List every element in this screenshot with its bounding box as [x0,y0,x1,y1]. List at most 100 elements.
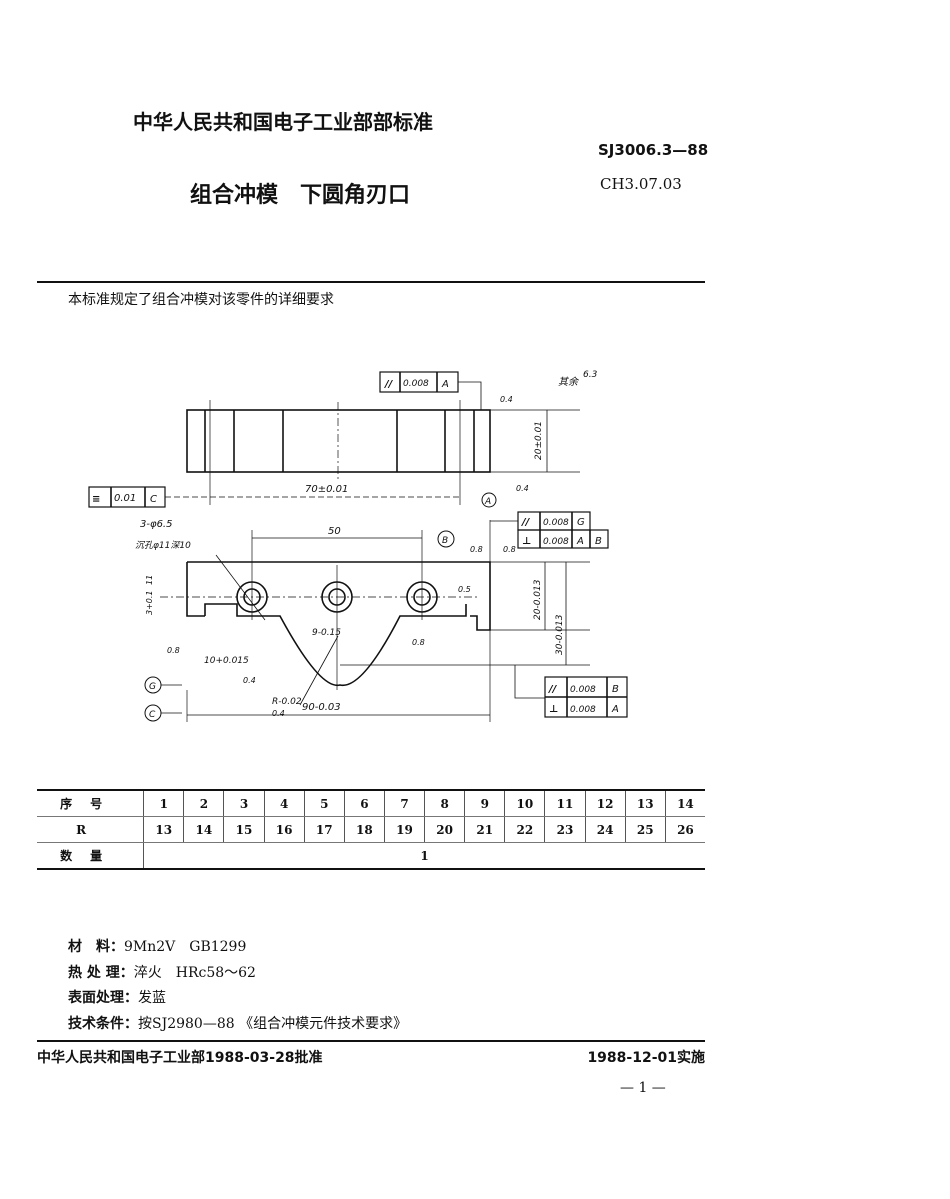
classification-code: CH3.07.03 [600,175,682,193]
cell: 16 [263,816,305,843]
spec-value: 淬火 HRc58～62 [133,964,256,981]
hole-note: 3-φ6.5 [140,519,172,530]
cell: 1 [143,842,705,868]
table-bottom-rule [37,868,705,870]
header-divider [37,281,705,283]
spec-surface: 表面处理：发蓝 [68,986,407,1012]
datum-ref: A [611,704,619,715]
cell: 26 [664,816,705,843]
cell: 20 [424,816,465,843]
roughness-value: 0.8 [412,638,425,647]
dim-h30: 30-0.013 [555,614,565,655]
parallel-symbol: // [548,684,558,695]
cell: 25 [624,816,666,843]
cell: 1 [143,791,184,817]
spec-label: 材 料： [68,939,124,955]
spec-heat-treatment: 热 处 理：淬火 HRc58～62 [68,961,407,987]
datum-c: C [149,710,156,720]
perpendicular-symbol: ⊥ [549,704,558,715]
roughness-value: 0.4 [516,484,529,493]
effective-date: 1988-12-01实施 [587,1050,705,1066]
cell: 4 [263,791,305,817]
datum-g: G [149,682,156,692]
dim-0.5: 0.5 [458,585,471,594]
cell: 8 [424,791,465,817]
row-label: R [37,816,144,843]
technical-drawing: 其余 6.3 // 0.008 A ≡ 0.01 C 70±0.01 20±0.… [88,370,628,722]
cell: 24 [584,816,626,843]
cell: 3 [223,791,265,817]
cell: 23 [544,816,586,843]
tolerance-value: 0.008 [543,518,569,528]
page-number: — 1 — [620,1080,666,1096]
datum-a: A [484,497,491,507]
dim-height: 20±0.01 [534,421,544,460]
dim-9: 9-0.15 [312,628,341,638]
cell: 9 [464,791,505,817]
roughness-value: 0.4 [272,709,285,718]
datum-ref: A [441,379,449,390]
dim-11: 11 [145,575,154,585]
cell: 13 [143,816,184,843]
datum-ref: G [577,517,585,528]
dim-3: 3+0.1 [145,590,154,615]
dim-h20: 20-0.013 [533,579,543,620]
spec-material: 材 料：9Mn2V GB1299 [68,935,407,961]
table-row-qty: 数量 1 [37,842,705,868]
datum-ref: B [612,684,619,695]
symmetry-symbol: ≡ [92,494,100,505]
dim-width: 90-0.03 [302,702,341,713]
datum-ref: A [576,536,584,547]
row-label: 序号 [37,791,144,817]
perpendicular-symbol: ⊥ [522,536,531,547]
roughness-value: 0.8 [167,646,180,655]
cell: 15 [223,816,265,843]
counterbore-note: 沉孔φ11深10 [135,540,191,551]
cell: 21 [464,816,505,843]
cell: 6 [343,791,385,817]
datum-ref: B [595,536,602,547]
specs-block: 材 料：9Mn2V GB1299 热 处 理：淬火 HRc58～62 表面处理：… [68,935,407,1037]
row-label: 数量 [60,849,121,863]
dim-length: 70±0.01 [305,484,348,495]
org-standard: 中华人民共和国电子工业部部标准 [133,110,433,134]
datum-b: B [442,536,448,546]
cell: 11 [544,791,586,817]
cell: 5 [303,791,345,817]
roughness-value: 0.4 [243,676,256,685]
roughness-other-label: 其余 [558,376,580,388]
parallel-symbol: // [521,517,531,528]
roughness-value: 0.8 [503,545,516,554]
cell: 7 [383,791,425,817]
tolerance-value: 0.008 [543,537,569,547]
approval-date: 中华人民共和国电子工业部1988-03-28批准 [37,1050,323,1066]
cell: 22 [504,816,545,843]
tolerance-value: 0.01 [114,493,136,504]
dim-pitch: 50 [328,526,341,537]
spec-label: 表面处理： [68,990,138,1006]
cell: 14 [183,816,224,843]
document-title: 组合冲模 下圆角刃口 [190,183,411,208]
spec-technical: 技术条件：按SJ2980—88 《组合冲模元件技术要求》 [68,1012,407,1038]
cell: 10 [504,791,545,817]
spec-value: 9Mn2V GB1299 [124,939,247,955]
cell: 17 [303,816,345,843]
spec-label: 技术条件： [68,1015,138,1032]
tolerance-value: 0.008 [570,685,596,695]
tolerance-value: 0.008 [570,705,596,715]
tolerance-value: 0.008 [403,379,429,389]
footer-rule [37,1040,705,1042]
intro-text: 本标准规定了组合冲模对该零件的详细要求 [68,292,334,308]
cell: 18 [343,816,385,843]
standard-number: SJ3006.3—88 [598,141,709,159]
spec-label: 热 处 理： [68,964,134,981]
cell: 13 [624,791,666,817]
dim-10: 10+0.015 [204,656,249,666]
spec-value: 发蓝 [138,990,166,1006]
top-view-outline [186,409,491,473]
spec-value: 按SJ2980—88 《组合冲模元件技术要求》 [138,1015,408,1032]
